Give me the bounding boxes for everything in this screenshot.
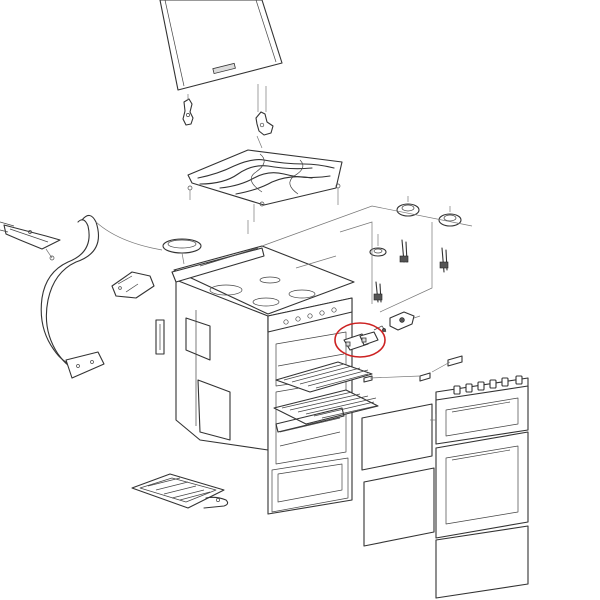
burner-head-small <box>369 234 387 257</box>
ignition-electrodes <box>373 239 449 303</box>
pan-support-grid <box>187 149 343 207</box>
burner-head-large <box>396 196 420 217</box>
door-hinge-clips <box>363 355 463 383</box>
gas-valve <box>389 311 421 331</box>
oven-shelf-upper <box>275 361 373 393</box>
control-switch-assembly <box>343 325 387 351</box>
lid-hinge-right <box>255 84 274 136</box>
mounting-bracket <box>111 271 155 299</box>
grill-element <box>275 407 345 447</box>
door-rail <box>40 214 105 379</box>
door-glass-upper <box>361 403 433 471</box>
wiring-panel <box>0 221 61 261</box>
grill-pan <box>131 473 229 509</box>
lid-hinge-left <box>182 94 194 126</box>
door-glass-lower <box>363 467 435 547</box>
highlight-ring <box>334 322 386 358</box>
glass-lid <box>159 0 283 91</box>
main-oven-door <box>435 431 529 539</box>
hotplate-element <box>162 238 202 265</box>
hinge-bracket-small <box>155 319 165 355</box>
bottom-storage-door <box>435 525 529 599</box>
oven-shelf-lower <box>273 389 379 425</box>
leader-box <box>261 205 473 313</box>
top-oven-door <box>435 385 529 445</box>
